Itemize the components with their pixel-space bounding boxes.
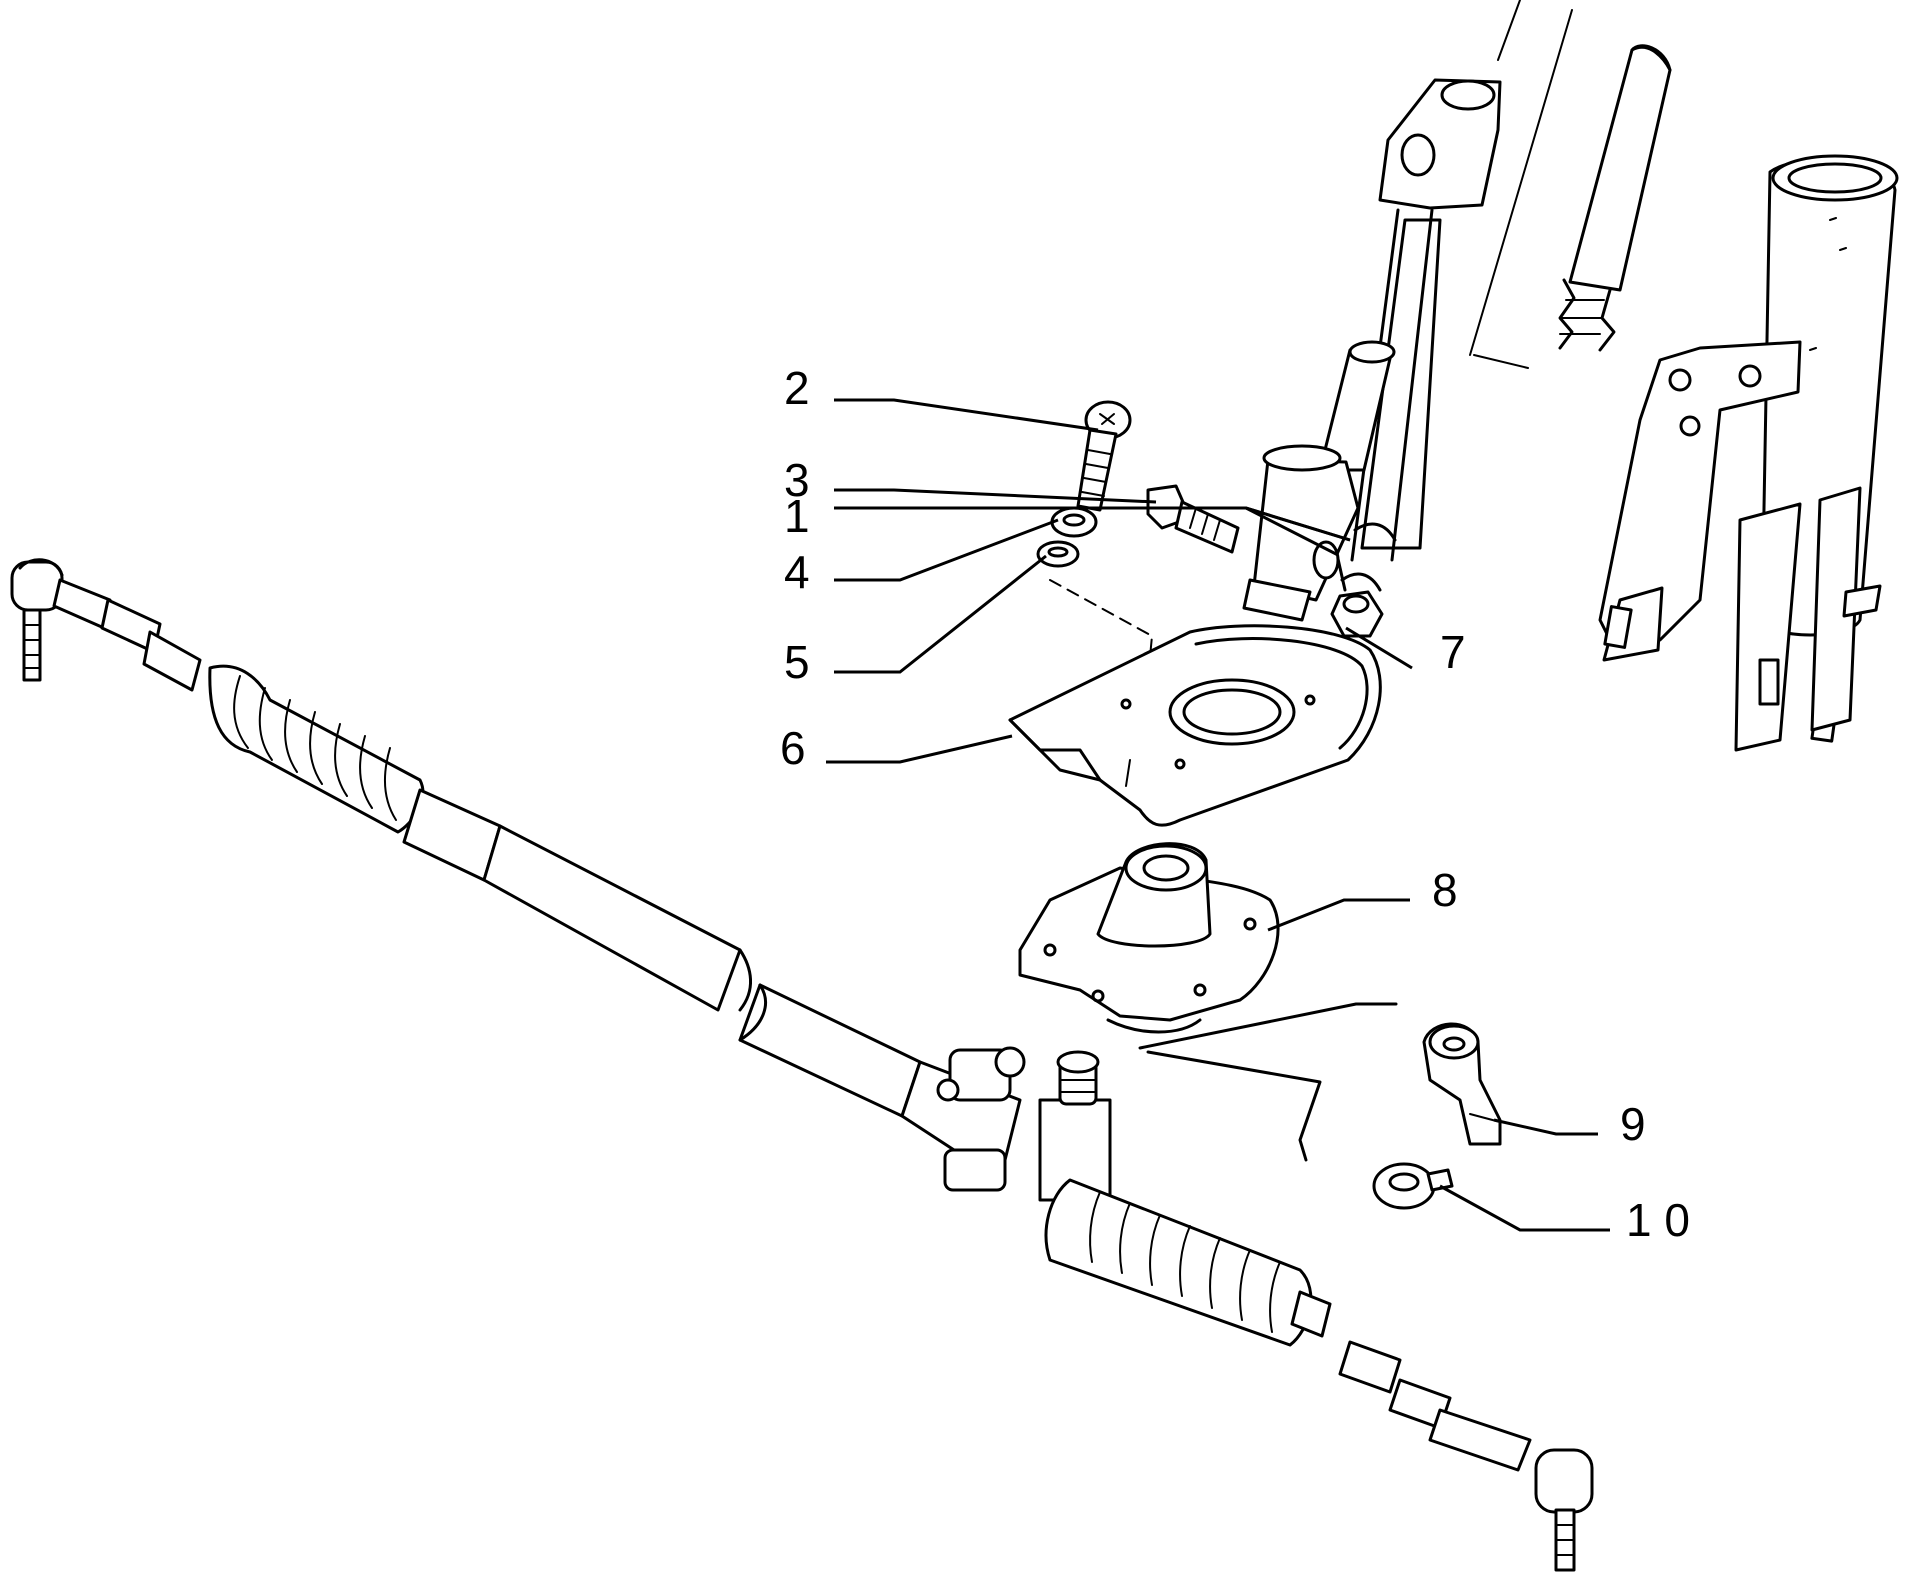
left-bellows-boot bbox=[208, 664, 425, 834]
rack-tube-left bbox=[402, 788, 742, 1012]
leader-5 bbox=[834, 554, 1047, 674]
leader-10 bbox=[1439, 1184, 1610, 1232]
intermediate-shaft bbox=[1242, 78, 1502, 622]
steering-rack bbox=[10, 558, 1594, 1572]
part-5-washer bbox=[1036, 540, 1080, 568]
part-9-lever bbox=[1422, 1022, 1502, 1146]
part-6-bracket-plate bbox=[1008, 624, 1382, 827]
callout-6: 6 bbox=[780, 722, 806, 774]
part-7-nut bbox=[1330, 590, 1384, 638]
leader-3 bbox=[834, 488, 1157, 504]
leader-4 bbox=[834, 518, 1059, 582]
steering-column-tube bbox=[1598, 154, 1899, 752]
callout-10: 1 0 bbox=[1626, 1194, 1690, 1246]
callout-9: 9 bbox=[1620, 1098, 1646, 1150]
leader-lines bbox=[826, 398, 1610, 1232]
part-2-screw bbox=[1076, 400, 1132, 512]
break-indicator-top bbox=[1138, 1002, 1398, 1050]
leader-9 bbox=[1493, 1118, 1598, 1136]
callout-8: 8 bbox=[1432, 864, 1458, 916]
callout-5: 5 bbox=[784, 636, 810, 688]
callout-2: 2 bbox=[784, 362, 810, 414]
right-tie-rod-end bbox=[1338, 1340, 1594, 1572]
callout-labels: 1 2 3 4 5 6 7 8 9 1 0 bbox=[780, 362, 1690, 1246]
leader-1-branch bbox=[1245, 506, 1351, 542]
leader-8 bbox=[1267, 898, 1410, 932]
break-indicator-bottom bbox=[1146, 1050, 1322, 1162]
part-10-lock-washer bbox=[1372, 1162, 1454, 1210]
leader-1-branch-lower bbox=[1245, 506, 1339, 557]
leader-7 bbox=[1345, 626, 1413, 670]
rack-tube-middle bbox=[738, 948, 922, 1118]
part-4-washer bbox=[1050, 506, 1098, 538]
leader-2 bbox=[834, 398, 1099, 432]
right-bellows-boot bbox=[1044, 1178, 1332, 1347]
callout-3: 3 bbox=[784, 454, 810, 506]
callout-1: 1 bbox=[784, 490, 810, 542]
leader-6 bbox=[826, 734, 1013, 764]
callout-4: 4 bbox=[784, 546, 810, 598]
part-8-boot-seal bbox=[1018, 842, 1280, 1034]
left-tie-rod-end bbox=[10, 558, 202, 692]
shaft-detail-inset bbox=[1469, 0, 1672, 369]
steering-box-housing bbox=[900, 1046, 1112, 1202]
part-3-bolt bbox=[1146, 484, 1240, 554]
callout-7: 7 bbox=[1440, 626, 1466, 678]
